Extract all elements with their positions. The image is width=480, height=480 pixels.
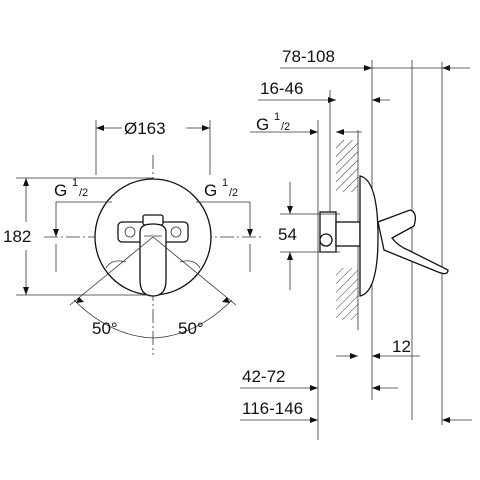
thread-right-arrow <box>247 229 253 237</box>
angle-right-label: 50° <box>178 319 204 338</box>
thread-side-main: G <box>256 115 269 134</box>
angle-ray-right <box>152 236 237 306</box>
dim-4272-arrow-right <box>372 385 380 391</box>
thread-left-sup: 1 <box>72 177 78 189</box>
angle-arrow-left <box>76 297 84 303</box>
dim-54-arrow-bottom <box>287 252 293 260</box>
handle-profile <box>377 209 449 275</box>
dim-116-arrow-left <box>310 417 318 423</box>
dim-wall-arrow-right <box>372 97 380 103</box>
angle-arrow-right <box>222 297 230 303</box>
height-arrow-top <box>23 178 29 186</box>
dim-116-arrow-right <box>442 417 450 423</box>
thread-right-sup: 1 <box>222 177 228 189</box>
depth-wall-label: 16-46 <box>260 79 303 98</box>
dim-12-arrow-left <box>350 353 358 359</box>
dia-arrow-right <box>202 125 210 131</box>
thread-side-sup: 1 <box>274 111 280 123</box>
inlet-left-marker <box>124 226 136 238</box>
thread-left-arrow <box>53 229 59 237</box>
thread-right-den: /2 <box>229 187 238 199</box>
plate-profile <box>359 175 379 297</box>
dim-wall-arrow-left <box>328 97 336 103</box>
diameter-label: Ø163 <box>124 119 166 138</box>
side-view: 78-108 16-46 G 1 /2 54 12 42-72 <box>240 47 472 440</box>
front-view: Ø163 182 G 1 /2 G 1 /2 50° 50° <box>3 119 262 355</box>
angle-ray-left <box>69 236 154 306</box>
thread-right-main: G <box>204 181 217 200</box>
valve-neck <box>335 221 361 247</box>
inlet-right-marker <box>170 226 182 238</box>
thread-left-main: G <box>54 181 67 200</box>
thread-side-den: /2 <box>281 121 290 133</box>
inlet-spacing-label: 54 <box>278 225 297 244</box>
dim-54-arrow-top <box>287 206 293 214</box>
wall-hatch-upper <box>336 140 358 192</box>
inlet-fitting <box>319 233 333 247</box>
angle-left-label: 50° <box>92 319 118 338</box>
dim-12-arrow-right <box>372 353 380 359</box>
dim-total-arrow-left <box>364 65 372 71</box>
wall-hatch-lower <box>336 268 358 320</box>
install-total-label: 116-146 <box>242 399 303 418</box>
height-label: 182 <box>3 227 31 246</box>
dim-4272-arrow-left <box>310 385 318 391</box>
thread-left-den: /2 <box>79 187 88 199</box>
dia-arrow-left <box>96 125 104 131</box>
height-arrow-bottom <box>23 287 29 295</box>
lever-handle <box>139 223 167 297</box>
thread-side-arrow-left <box>310 129 318 135</box>
depth-total-label: 78-108 <box>282 47 335 66</box>
install-min-label: 42-72 <box>242 367 285 386</box>
thread-side-arrow-right <box>336 129 344 135</box>
angle-arc <box>73 299 233 339</box>
plate-offset-label: 12 <box>392 337 411 356</box>
